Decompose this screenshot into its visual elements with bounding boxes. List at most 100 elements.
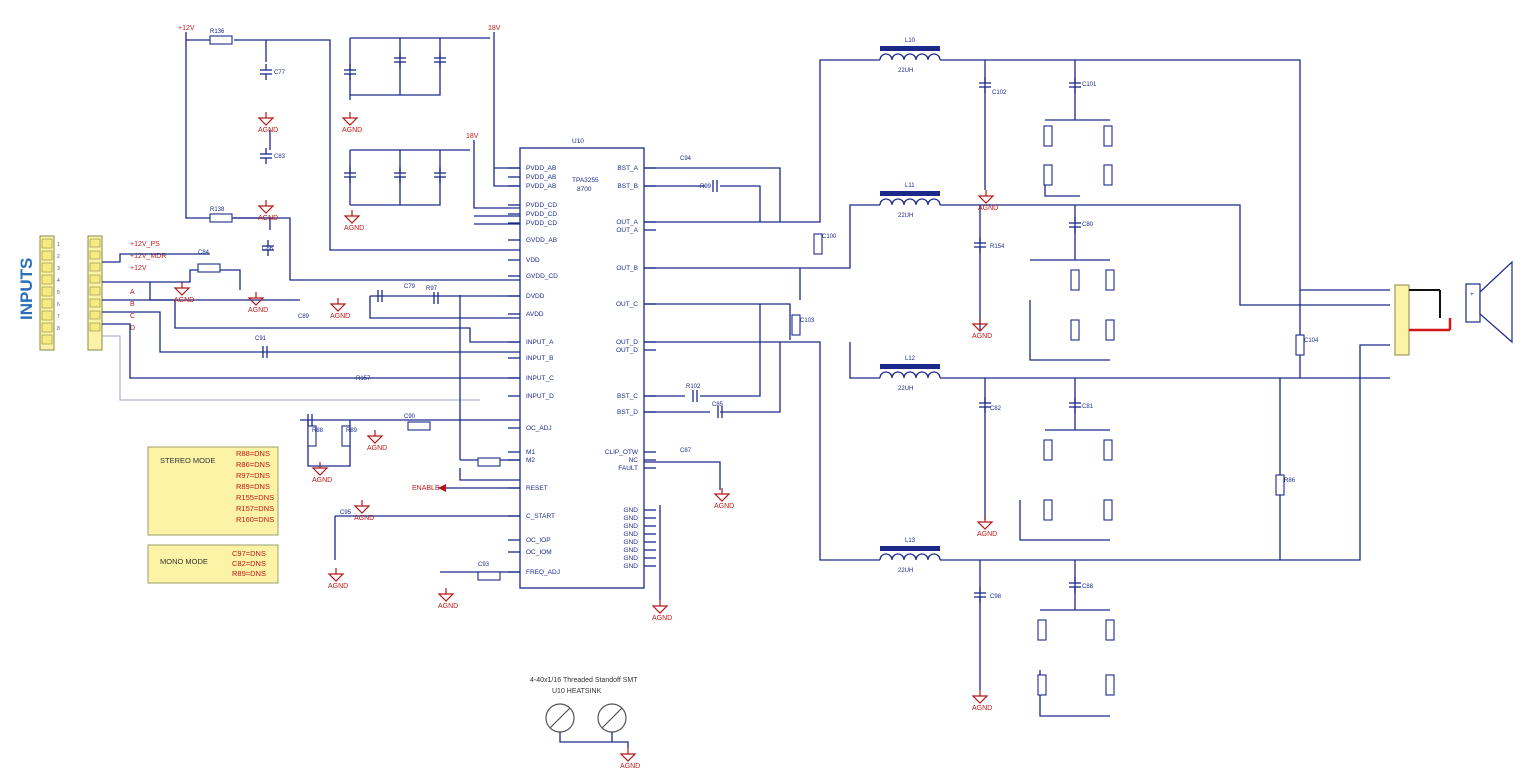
ic-pin-label: INPUT_D: [526, 393, 554, 400]
inductor-core: [880, 546, 940, 551]
inductor-coil: [879, 371, 941, 379]
ic-pin-label: GND: [624, 563, 639, 570]
ground-symbol: AGND: [978, 189, 998, 212]
connector-pin: [89, 298, 101, 308]
ic-pin-label: FREQ_ADJ: [526, 569, 560, 576]
component-ref: C103: [800, 318, 815, 324]
component-ref: C94: [680, 156, 692, 162]
resistor: [1105, 674, 1115, 696]
input-signal-label: +12V_PS: [130, 241, 160, 248]
ground-label: AGND: [620, 763, 640, 770]
stereo-mode-line: R97=DNS: [236, 471, 270, 480]
component-ref: C87: [680, 448, 692, 454]
inductor-value: 22UH: [898, 213, 913, 219]
component-ref: C91: [255, 336, 267, 342]
resistor: [1037, 619, 1047, 641]
ic-pin-label: OC_IOM: [526, 549, 552, 556]
ground-symbol: AGND: [972, 689, 992, 712]
capacitor: [259, 63, 273, 81]
connector-slot: [41, 298, 53, 309]
ic-pin-label: OUT_D: [616, 347, 638, 354]
component-ref: C98: [990, 594, 1002, 600]
resistor: [813, 233, 823, 255]
ground-label: AGND: [174, 297, 194, 304]
ic-pin-label: DVDD: [526, 293, 545, 300]
component-ref: R99: [700, 184, 712, 190]
component-ref: C79: [404, 284, 416, 290]
ground-symbol: AGND: [248, 291, 268, 314]
ic-pin-label: VDD: [526, 257, 540, 264]
ic-pin-label: OUT_D: [616, 339, 638, 346]
connector-slot: [41, 250, 53, 261]
inductor-core: [880, 46, 940, 51]
ground-symbol: AGND: [174, 281, 194, 304]
ground-label: AGND: [977, 531, 997, 538]
mono-mode-line: C82=DNS: [232, 559, 266, 568]
input-signal-label: C: [130, 313, 135, 320]
resistor: [1295, 334, 1305, 356]
inductor: L11 22UH: [879, 183, 941, 219]
ground-label: AGND: [258, 215, 278, 222]
input-pin-number: 8: [57, 326, 60, 332]
connector-slot: [41, 334, 53, 345]
ground-label: AGND: [342, 127, 362, 134]
component-ref: R88: [312, 428, 324, 434]
component-ref: R97: [426, 286, 438, 292]
component-ref: C77: [274, 70, 286, 76]
ic-pin-label: GVDD_AB: [526, 237, 557, 244]
component-ref: R102: [686, 384, 701, 390]
ground-symbol: AGND: [258, 111, 278, 134]
ic-pin-label: PVDD_AB: [526, 183, 556, 190]
connector-pin: [89, 286, 101, 296]
rail-12v-label: +12V: [178, 25, 195, 32]
component-ref: C81: [1082, 404, 1094, 410]
component-ref: C104: [1304, 338, 1319, 344]
ic-package: 8700: [577, 186, 592, 193]
inductor-ref: L11: [905, 183, 915, 189]
inputs-label: INPUTS: [17, 258, 36, 320]
resistor: [1043, 499, 1053, 521]
inductor-coil: [879, 553, 941, 561]
capacitor: [259, 147, 273, 165]
resistor: [1103, 164, 1113, 186]
ground-symbol: AGND: [330, 297, 350, 320]
rail-pvdd-label: 18V: [488, 25, 501, 32]
ground-symbol: AGND: [312, 461, 332, 484]
component-ref: C85: [712, 402, 724, 408]
ground-label: AGND: [328, 583, 348, 590]
ground-label: AGND: [652, 615, 672, 622]
ic-pin-label: INPUT_C: [526, 375, 554, 382]
ground-label: AGND: [972, 705, 992, 712]
stereo-mode-line: R160=DNS: [236, 515, 274, 524]
connector-slot: [41, 322, 53, 333]
connector-slot: [41, 238, 53, 249]
resistor: [791, 314, 801, 336]
ic-pin-label: GND: [624, 539, 639, 546]
component-ref: R89: [346, 428, 358, 434]
ground-symbol: AGND: [652, 599, 672, 622]
input-pin-number: 5: [57, 290, 60, 296]
inductor: L13 22UH: [879, 538, 941, 574]
component-ref: C101: [1082, 82, 1097, 88]
component-ref: C83: [274, 154, 286, 160]
input-signal-label: B: [130, 301, 135, 308]
resistor: [1103, 125, 1113, 147]
output-connector: [1394, 284, 1452, 356]
ic-pin-label: BST_A: [617, 165, 638, 172]
mono-mode-line: C97=DNS: [232, 549, 266, 558]
speaker-icon: +: [1465, 260, 1513, 344]
connector-pin: [89, 238, 101, 248]
mono-mode-line: R89=DNS: [232, 569, 266, 578]
inductor-value: 22UH: [898, 568, 913, 574]
inductor-ref: L13: [905, 538, 916, 544]
resistor: [477, 457, 501, 467]
ground-label: AGND: [248, 307, 268, 314]
inductor-coil: [879, 53, 941, 61]
ic-pin-label: BST_C: [617, 393, 638, 400]
enable-label: ENABLE: [412, 485, 440, 492]
input-signal-label: +12V_MDR: [130, 253, 166, 260]
ground-symbol: AGND: [977, 515, 997, 538]
